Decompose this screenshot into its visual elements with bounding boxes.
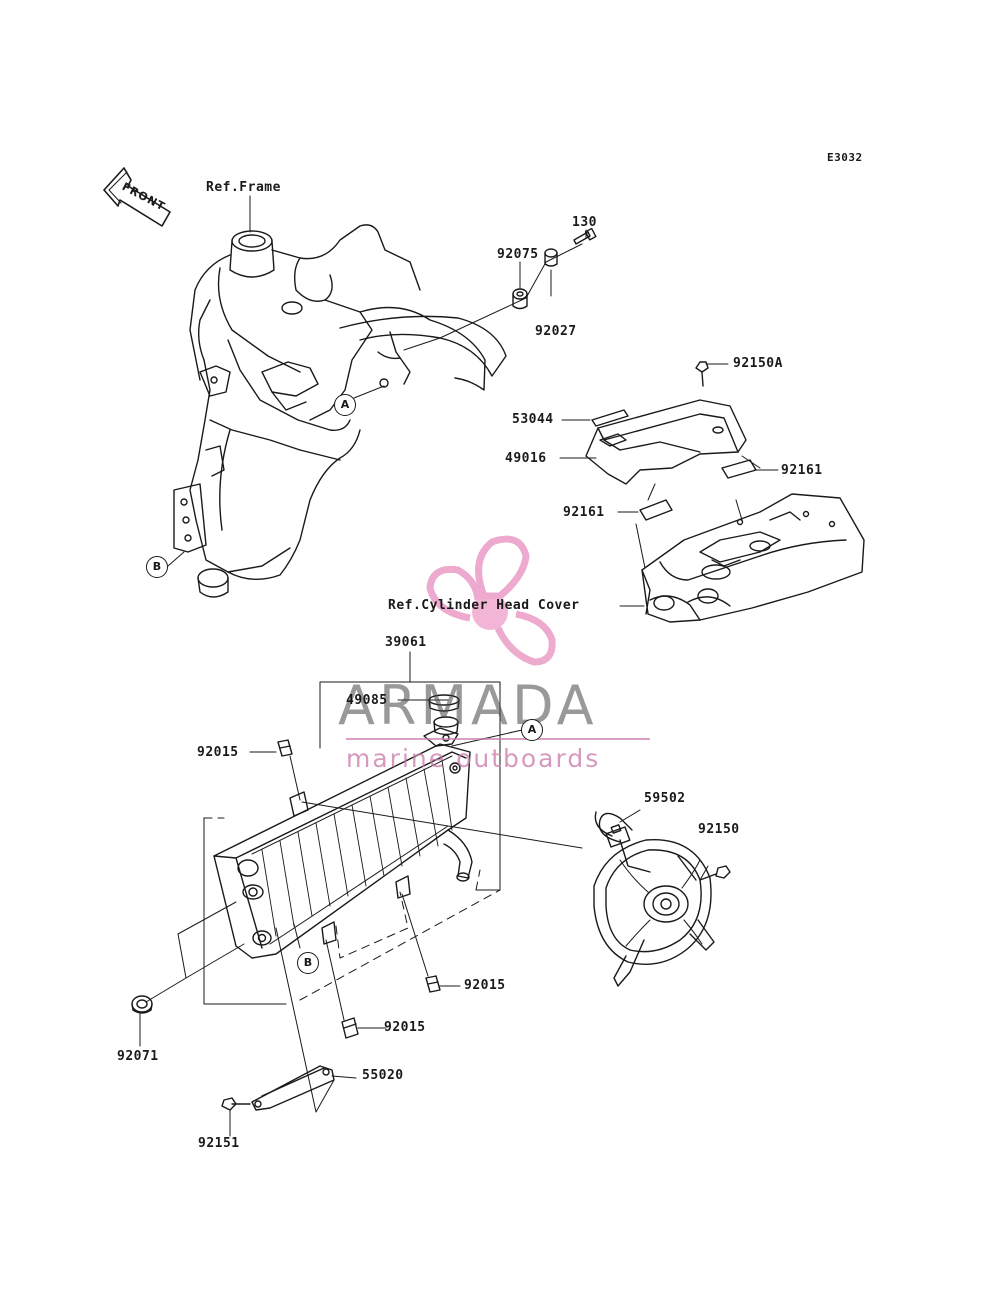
part-49085-label: 49085: [346, 693, 388, 708]
ref-cylinder-head-cover-label: Ref.Cylinder Head Cover: [388, 598, 580, 613]
ref-symbol-a-frame: A: [334, 394, 356, 416]
watermark-divider: [346, 738, 650, 740]
frame-drawing: [173, 224, 507, 598]
bolt-92151-drawing: [221, 1097, 251, 1111]
part-92150-label: 92150: [698, 822, 740, 837]
clip-92015-mid-drawing: [425, 975, 441, 993]
part-49016-label: 49016: [505, 451, 547, 466]
part-92150A-label: 92150A: [733, 356, 783, 371]
ref-symbol-a-radiator: A: [521, 719, 543, 741]
strip-53044-drawing: [591, 409, 629, 427]
diagram-code: E3032: [827, 151, 863, 164]
bolt-92150-drawing: [699, 865, 731, 881]
fan-59502-drawing: [593, 811, 715, 987]
ref-symbol-b-radiator: B: [297, 952, 319, 974]
bolt-92150A-drawing: [695, 361, 709, 387]
part-92015-mid-label: 92015: [464, 978, 506, 993]
part-92161-upper-label: 92161: [781, 463, 823, 478]
part-59502-label: 59502: [644, 791, 686, 806]
watermark-brand: ARMADA: [338, 674, 598, 737]
part-92015-low-label: 92015: [384, 1020, 426, 1035]
part-92027-label: 92027: [535, 324, 577, 339]
part-130-label: 130: [572, 215, 597, 230]
grommet-92075-drawing: [512, 288, 528, 310]
grommet-92071-drawing: [131, 995, 153, 1014]
clip-92015-low-drawing: [341, 1017, 359, 1039]
part-92015-top-label: 92015: [197, 745, 239, 760]
pad-92161-upper-drawing: [721, 459, 757, 479]
cover-49016-drawing: [585, 399, 747, 485]
part-92161-lower-label: 92161: [563, 505, 605, 520]
front-arrow-icon: [103, 167, 171, 227]
ref-symbol-b-frame: B: [146, 556, 168, 578]
part-92075-label: 92075: [497, 247, 539, 262]
cap-49085-drawing: [428, 694, 460, 742]
bracket-55020-drawing: [251, 1065, 335, 1111]
part-53044-label: 53044: [512, 412, 554, 427]
cylinder-head-cover-drawing: [635, 493, 865, 623]
watermark-logo: [426, 535, 556, 666]
watermark-tagline: marine outboards: [346, 744, 601, 773]
pad-92161-lower-drawing: [639, 499, 673, 521]
leader-lines: [139, 195, 779, 1137]
radiator-39061-drawing: [213, 727, 473, 959]
ref-frame-label: Ref.Frame: [206, 180, 281, 195]
part-92151-label: 92151: [198, 1136, 240, 1151]
bolt-130-drawing: [573, 227, 597, 245]
part-55020-label: 55020: [362, 1068, 404, 1083]
clip-92015-top-drawing: [277, 739, 293, 757]
part-92071-label: 92071: [117, 1049, 159, 1064]
part-39061-label: 39061: [385, 635, 427, 650]
